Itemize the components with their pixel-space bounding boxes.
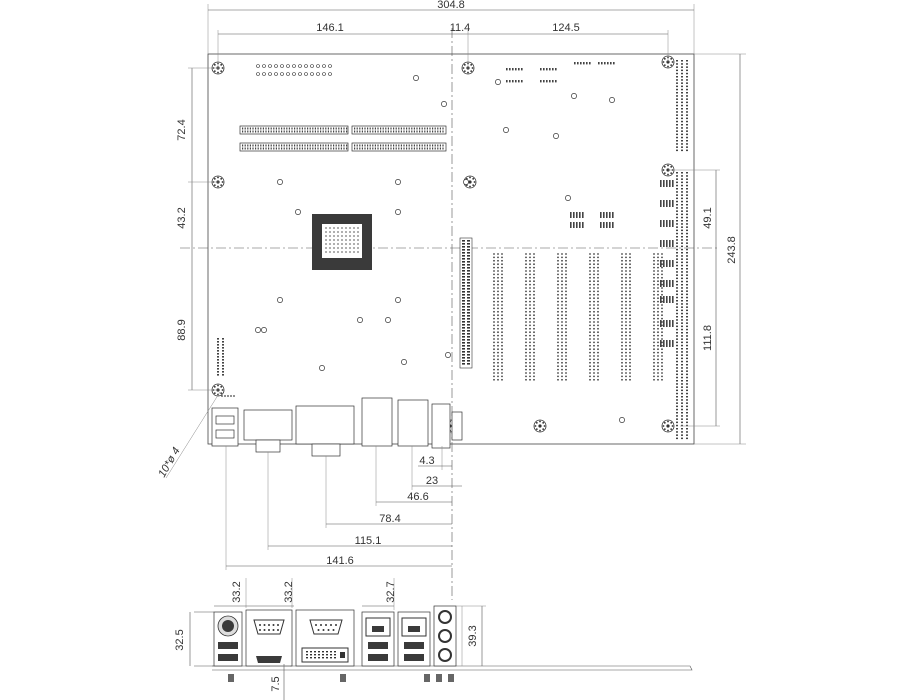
top-row-headers bbox=[217, 62, 674, 397]
pin-header bbox=[459, 237, 473, 369]
board-mark bbox=[395, 297, 401, 303]
board-mark bbox=[413, 75, 419, 81]
audio-jack-icon bbox=[438, 610, 452, 624]
board-mark bbox=[395, 209, 401, 215]
memory-slot bbox=[239, 125, 349, 135]
vga-hdmi-stack bbox=[243, 409, 293, 441]
audio-jack-icon bbox=[438, 648, 452, 662]
offset-115-label: 115.1 bbox=[355, 535, 382, 547]
io-dim-33b-label: 33.2 bbox=[283, 581, 295, 602]
board-mark bbox=[503, 127, 509, 133]
width-124-label: 124.5 bbox=[552, 22, 580, 34]
board-mark bbox=[295, 209, 301, 215]
mounting-hole bbox=[533, 419, 547, 433]
cpu-socket bbox=[312, 214, 372, 270]
lan-usb-stack-1 bbox=[361, 397, 393, 447]
offset-46-label: 46.6 bbox=[407, 491, 428, 503]
board-mark bbox=[619, 417, 625, 423]
mounting-hole bbox=[661, 419, 675, 433]
lan-usb-stack-2 bbox=[397, 399, 429, 447]
vga-port-icon bbox=[253, 619, 285, 635]
audio-jack-stack bbox=[431, 403, 451, 449]
board-mark bbox=[277, 179, 283, 185]
usb-port-icon bbox=[218, 654, 238, 661]
board-top-view bbox=[180, 28, 720, 600]
board-mark bbox=[441, 101, 447, 107]
board-mark bbox=[255, 327, 261, 333]
io-view-dimensions: 33.2 33.2 32.7 32.5 39.3 7.5 bbox=[174, 578, 486, 700]
board-component-marks bbox=[255, 75, 625, 423]
height-111-label: 111.8 bbox=[702, 325, 714, 351]
usb-port-icon bbox=[368, 642, 388, 649]
hole-note-label: 10*ø 4 bbox=[156, 445, 183, 479]
height-43-label: 43.2 bbox=[176, 207, 188, 228]
right-edge-header bbox=[676, 60, 688, 440]
usb-port-icon bbox=[404, 642, 424, 649]
io-height-left-label: 32.5 bbox=[174, 629, 186, 650]
memory-slots bbox=[239, 125, 447, 152]
height-49-label: 49.1 bbox=[702, 207, 714, 228]
memory-slot-pins bbox=[242, 127, 444, 150]
board-mark bbox=[609, 97, 615, 103]
dvi-port-icon bbox=[301, 647, 349, 663]
io-side-view bbox=[194, 605, 693, 682]
board-mark bbox=[463, 179, 469, 185]
board-mark bbox=[553, 133, 559, 139]
memory-slot bbox=[351, 142, 447, 152]
board-mark bbox=[395, 179, 401, 185]
width-146-label: 146.1 bbox=[316, 22, 344, 34]
board-mark bbox=[319, 365, 325, 371]
board-mark bbox=[401, 359, 407, 365]
io-bottom-dim-label: 7.5 bbox=[270, 676, 282, 691]
usb-port-icon bbox=[218, 642, 238, 649]
io-height-right-label: 39.3 bbox=[467, 625, 479, 646]
usb-port-icon bbox=[368, 654, 388, 661]
audio-jack-icon bbox=[438, 629, 452, 643]
height-88-label: 88.9 bbox=[176, 319, 188, 340]
offset-4-label: 4.3 bbox=[419, 455, 434, 467]
board-outline bbox=[207, 53, 695, 445]
offset-78-label: 78.4 bbox=[379, 513, 400, 525]
dvi-serial-stack bbox=[295, 405, 355, 445]
overall-height-label: 243.8 bbox=[726, 236, 738, 264]
usb-port-icon bbox=[404, 654, 424, 661]
board-mark bbox=[565, 195, 571, 201]
width-11-label: 11.4 bbox=[450, 22, 471, 34]
offset-23-label: 23 bbox=[426, 475, 438, 487]
height-72-label: 72.4 bbox=[176, 119, 188, 140]
memory-slot bbox=[239, 142, 349, 152]
rear-io-top-view bbox=[211, 397, 463, 457]
board-mark bbox=[571, 93, 577, 99]
ps2-usb-stack bbox=[211, 407, 239, 447]
expansion-pin-columns bbox=[459, 237, 663, 381]
hdmi-port-icon bbox=[256, 656, 282, 663]
memory-slot bbox=[351, 125, 447, 135]
io-dim-32-label: 32.7 bbox=[385, 581, 397, 602]
offset-141-label: 141.6 bbox=[326, 555, 354, 567]
board-mark bbox=[357, 317, 363, 323]
serial-port-icon bbox=[309, 619, 343, 635]
overall-width-label: 304.8 bbox=[437, 0, 465, 11]
io-dim-33a-label: 33.2 bbox=[231, 581, 243, 602]
board-mark bbox=[495, 79, 501, 85]
board-mark bbox=[445, 352, 451, 358]
board-mark bbox=[277, 297, 283, 303]
board-mark bbox=[261, 327, 267, 333]
board-mark bbox=[385, 317, 391, 323]
